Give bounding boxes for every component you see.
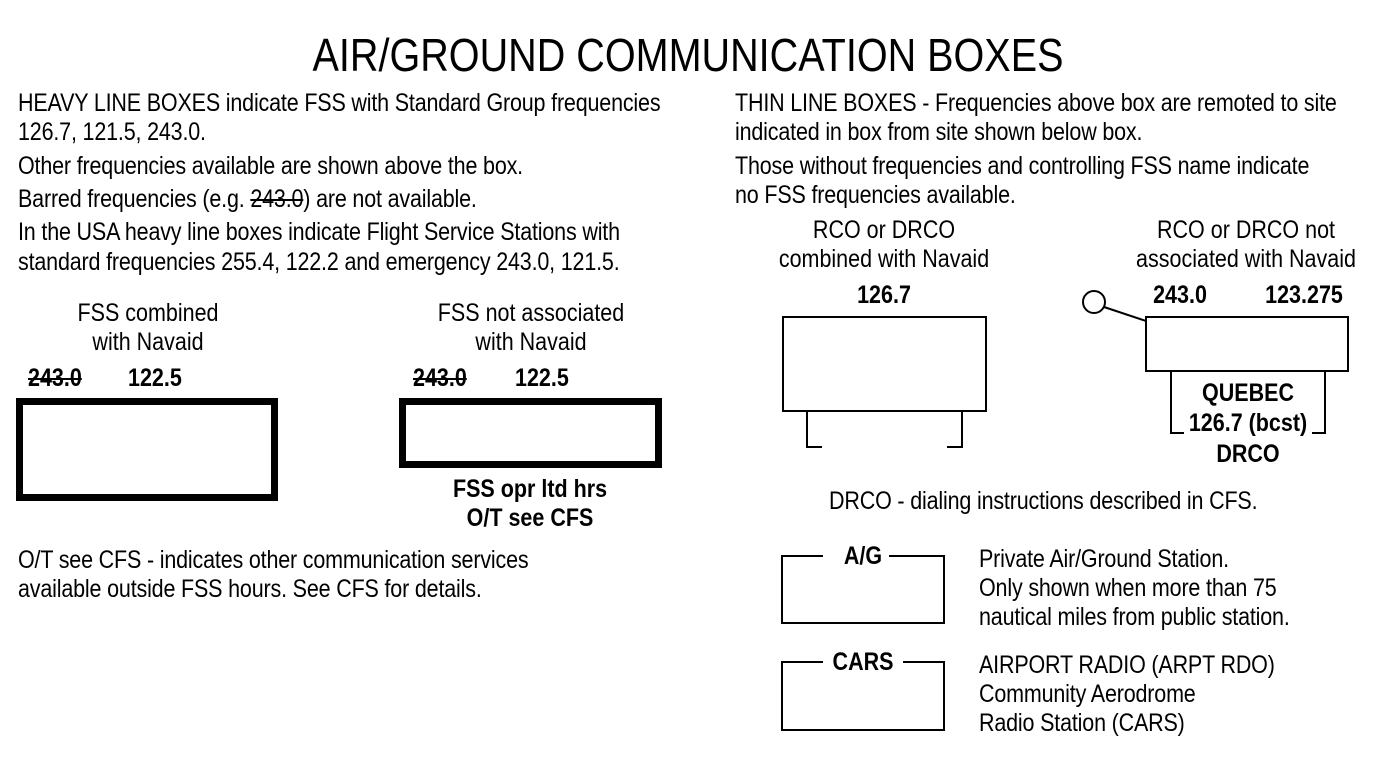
fss-combined-label-line1: FSS combined <box>77 299 219 327</box>
ag-box-top-left <box>781 555 823 557</box>
ag-thin-box <box>781 555 945 624</box>
rco-not-assoc-thin-box <box>1145 316 1349 372</box>
bcst-frequency-label: 126.7 (bcst) <box>1188 409 1308 437</box>
fss-not-assoc-barred-frequency: 243.0 <box>413 364 467 392</box>
rco-combined-label-line2: combined with Navaid <box>778 245 990 273</box>
rco-not-assoc-frequency-2: 123.275 <box>1265 281 1343 309</box>
fss-combined-label-line2: with Navaid <box>92 328 204 356</box>
navaid-bracket-right-foot <box>947 446 963 448</box>
quebec-site-label: QUEBEC <box>1202 379 1294 407</box>
navaid-bracket-left-leg <box>806 411 808 448</box>
rco-not-assoc-label-line2: associated with Navaid <box>1136 245 1356 273</box>
remote-antenna-icon <box>1082 290 1147 322</box>
fss-not-assoc-heavy-box <box>399 398 662 468</box>
cars-description-line3: Radio Station (CARS) <box>979 709 1185 737</box>
site-bracket-left-foot <box>1170 432 1184 434</box>
heavy-box-description-line2: 126.7, 121.5, 243.0. <box>18 118 206 146</box>
site-bracket-right-foot <box>1312 432 1326 434</box>
ag-description-line1: Private Air/Ground Station. <box>979 545 1229 573</box>
fss-not-assoc-label-line2: with Navaid <box>475 328 587 356</box>
fss-ltd-hrs-label: FSS opr ltd hrs <box>452 475 608 503</box>
cars-box-top-left <box>781 661 823 663</box>
ag-description-line3: nautical miles from public station. <box>979 603 1290 631</box>
thin-box-description-line1: THIN LINE BOXES - Frequencies above box … <box>735 89 1337 117</box>
usa-note-line2: standard frequencies 255.4, 122.2 and em… <box>18 248 620 276</box>
thin-box-description-line2: indicated in box from site shown below b… <box>735 118 1143 146</box>
barred-example: 243.0 <box>250 185 304 213</box>
cars-description-line1: AIRPORT RADIO (ARPT RDO) <box>979 651 1275 679</box>
fss-combined-barred-frequency: 243.0 <box>28 364 82 392</box>
no-frequencies-note-line1: Those without frequencies and controllin… <box>735 152 1310 180</box>
fss-combined-heavy-box <box>16 398 278 501</box>
ag-box-label: A/G <box>843 542 883 570</box>
ot-note-line2: available outside FSS hours. See CFS for… <box>18 575 482 603</box>
ot-note-line1: O/T see CFS - indicates other communicat… <box>18 546 529 574</box>
cars-description-line2: Community Aerodrome <box>979 680 1196 708</box>
ag-description-line2: Only shown when more than 75 <box>979 574 1277 602</box>
site-bracket-left-leg <box>1170 371 1172 434</box>
fss-not-assoc-frequency: 122.5 <box>515 364 569 392</box>
barred-note-prefix: Barred frequencies (e.g. <box>18 185 251 213</box>
fss-combined-frequency: 122.5 <box>128 364 182 392</box>
drco-dialing-note: DRCO - dialing instructions described in… <box>829 487 1258 515</box>
ot-see-cfs-label: O/T see CFS <box>466 504 594 532</box>
barred-note-suffix: ) are not available. <box>303 185 477 213</box>
ag-box-top-right <box>889 555 945 557</box>
usa-note-line1: In the USA heavy line boxes indicate Fli… <box>18 218 620 246</box>
cars-box-label: CARS <box>832 648 894 676</box>
barred-frequencies-note: Barred frequencies (e.g. 243.0) are not … <box>18 185 477 214</box>
navaid-bracket-right-leg <box>961 411 963 448</box>
no-frequencies-note-line2: no FSS frequencies available. <box>735 181 1016 209</box>
drco-label: DRCO <box>1216 440 1280 468</box>
fss-not-assoc-label-line1: FSS not associated <box>437 299 625 327</box>
site-bracket-right-leg <box>1324 371 1326 434</box>
page-title: AIR/GROUND COMMUNICATION BOXES <box>312 29 1064 81</box>
heavy-box-description-line1: HEAVY LINE BOXES indicate FSS with Stand… <box>18 89 661 117</box>
rco-combined-frequency: 126.7 <box>857 281 911 309</box>
other-frequencies-note: Other frequencies available are shown ab… <box>18 152 523 180</box>
rco-not-assoc-label-line1: RCO or DRCO not <box>1156 216 1336 244</box>
rco-combined-thin-box <box>782 316 987 412</box>
navaid-bracket-left-foot <box>806 446 822 448</box>
rco-not-assoc-frequency-1: 243.0 <box>1153 281 1207 309</box>
cars-box-top-right <box>903 661 945 663</box>
cars-thin-box <box>781 661 945 731</box>
rco-combined-label-line1: RCO or DRCO <box>812 216 956 244</box>
